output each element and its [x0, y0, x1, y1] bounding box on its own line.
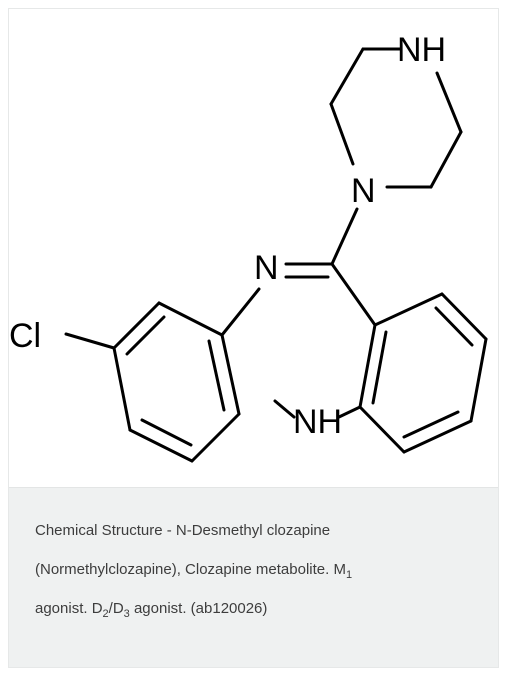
- bond: [373, 292, 444, 327]
- image-caption: Chemical Structure - N-Desmethyl clozapi…: [9, 487, 498, 667]
- atom-label-n-imine: N: [254, 249, 279, 287]
- bond: [337, 405, 362, 419]
- bond: [435, 71, 463, 134]
- caption-line-3: agonist. D2/D3 agonist. (ab120026): [35, 600, 268, 620]
- atom-label-nh-bottom: NH: [293, 403, 342, 441]
- atom-label-cl: Cl: [9, 317, 41, 355]
- caption-line-1: Chemical Structure - N-Desmethyl clozapi…: [35, 522, 331, 539]
- atom-label-n-piperazine: N: [351, 172, 376, 210]
- bond: [207, 339, 226, 412]
- bond: [125, 315, 166, 356]
- bond: [429, 130, 463, 189]
- bond: [140, 418, 193, 447]
- bond: [330, 262, 377, 327]
- bond: [469, 337, 488, 423]
- bond: [273, 399, 296, 419]
- bond: [434, 306, 474, 347]
- bond: [157, 301, 224, 337]
- molecule-diagram: NH N N Cl NH: [9, 31, 488, 463]
- bond: [220, 287, 261, 337]
- bond: [402, 419, 473, 454]
- bond: [358, 323, 377, 409]
- bond: [128, 428, 194, 463]
- product-image-card: NH N N Cl NH Chemical Structure - N-Desm…: [8, 8, 499, 668]
- bond: [329, 102, 355, 166]
- bond: [402, 410, 460, 439]
- atom-label-nh-top: NH: [397, 31, 446, 69]
- chemical-structure-figure: NH N N Cl NH: [9, 9, 498, 487]
- bond: [112, 301, 161, 350]
- bond: [358, 405, 406, 454]
- bond: [440, 292, 488, 341]
- bond: [371, 330, 388, 405]
- bond: [64, 332, 116, 350]
- bond: [220, 333, 241, 416]
- bond: [330, 207, 359, 266]
- bond: [190, 412, 241, 463]
- bond: [329, 47, 365, 106]
- caption-line-2: (Normethylclozapine), Clozapine metaboli…: [35, 561, 353, 581]
- bond: [112, 346, 132, 432]
